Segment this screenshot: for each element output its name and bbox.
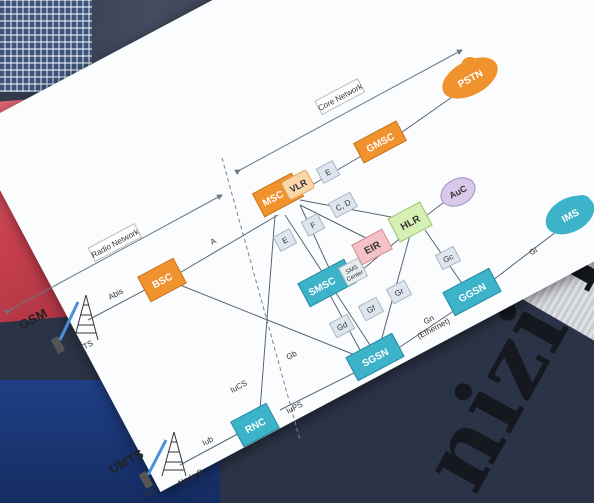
iface-gb: Gb	[285, 349, 299, 362]
gmsc-node: GMSC	[352, 120, 408, 164]
node-b-tower-icon	[161, 431, 187, 477]
ims-cloud: IMS	[545, 195, 594, 235]
iface-gc: Gc	[434, 245, 462, 271]
sms-center-label: SMS	[345, 265, 359, 276]
core-network-label: Core Network	[314, 77, 366, 116]
sms-center-box: SMS Center	[337, 257, 369, 287]
iface-gr-label: Gr	[393, 286, 405, 298]
iface-a: A	[209, 236, 219, 247]
iface-f: F	[300, 213, 326, 237]
iface-abis: Abis	[107, 287, 125, 302]
iface-gi-label: Gi	[528, 245, 539, 257]
bsc-node: BSC	[137, 257, 187, 303]
iface-gc-label: Gc	[442, 252, 455, 265]
bts-tower-icon	[73, 294, 99, 341]
iface-gr: Gr	[385, 279, 413, 305]
ms-umts-label: MS	[143, 486, 158, 500]
iface-iub: Iub	[201, 434, 216, 447]
gsm-label: GSM	[16, 305, 49, 332]
vlr-node: VLR	[281, 170, 315, 200]
iface-gn: Gn (Ethernet)	[416, 313, 452, 341]
iface-cd: C, D	[327, 191, 359, 219]
phone-icon-umts	[139, 471, 153, 489]
rnc-node: RNC	[230, 402, 280, 448]
umts-radio-link	[146, 439, 168, 476]
iface-f-label: F	[309, 220, 318, 230]
iface-gd: Gd	[328, 313, 356, 339]
iface-e-top-label: E	[324, 167, 333, 177]
iface-e-mid-label: E	[281, 235, 290, 245]
umts-label: UMTS	[106, 446, 146, 477]
eir-node: EIR	[351, 228, 393, 266]
iface-e-top: E	[315, 160, 341, 184]
ggsn-node: GGSN	[442, 267, 502, 317]
iface-gd-label: Gd	[335, 320, 349, 333]
iface-iucs: IuCS	[229, 378, 249, 394]
radio-network-arrow	[4, 194, 223, 316]
iface-gi: Gi	[528, 245, 539, 257]
hlr-node: HLR	[387, 201, 433, 243]
sgsn-node: SGSN	[345, 332, 405, 382]
ms-gsm-label: MS	[54, 356, 69, 370]
bts-label: BTS	[77, 339, 95, 354]
iface-iups: IuPS	[285, 400, 305, 416]
auc-node: AuC	[440, 177, 476, 207]
pstn-cloud: PSTN	[442, 57, 498, 99]
phone-icon-gsm	[51, 336, 65, 354]
core-network-arrow	[234, 49, 463, 176]
iface-e-mid: E	[272, 228, 298, 252]
iface-gf: Gf	[357, 296, 385, 322]
gsm-radio-link	[58, 301, 80, 341]
iface-gn-label: Gn	[422, 313, 436, 326]
